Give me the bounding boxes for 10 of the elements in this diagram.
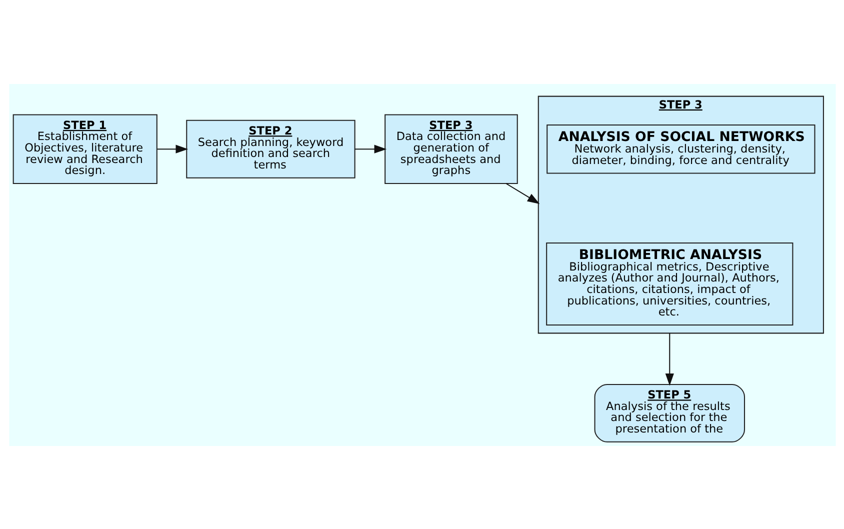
node-box: STEP 3 Data collection and generation of spreadsheets and graphs [384,114,518,184]
arrow [664,332,674,386]
node-box: BIBLIOMETRIC ANALYSIS Bibliographical metrics, Descriptive analyzes (Author and Journal), Authors, citations, citations, impact of publications, universities, countries, etc. [546,242,793,325]
node-box: STEP 1 Establishment of Objectives, literature review and Research design. [12,114,157,184]
node-box: ANALYSIS OF SOCIAL NETWORKS Network analysis, clustering, density, diameter, binding, force and centrality [546,124,815,174]
arrow [156,144,188,153]
arrow [354,144,386,153]
node-box: STEP 2 Search planning, keyword definition and search terms [186,119,355,178]
arrow [505,182,540,204]
node-box: STEP 5 Analysis of the results and selection for the presentation of the [594,383,745,442]
